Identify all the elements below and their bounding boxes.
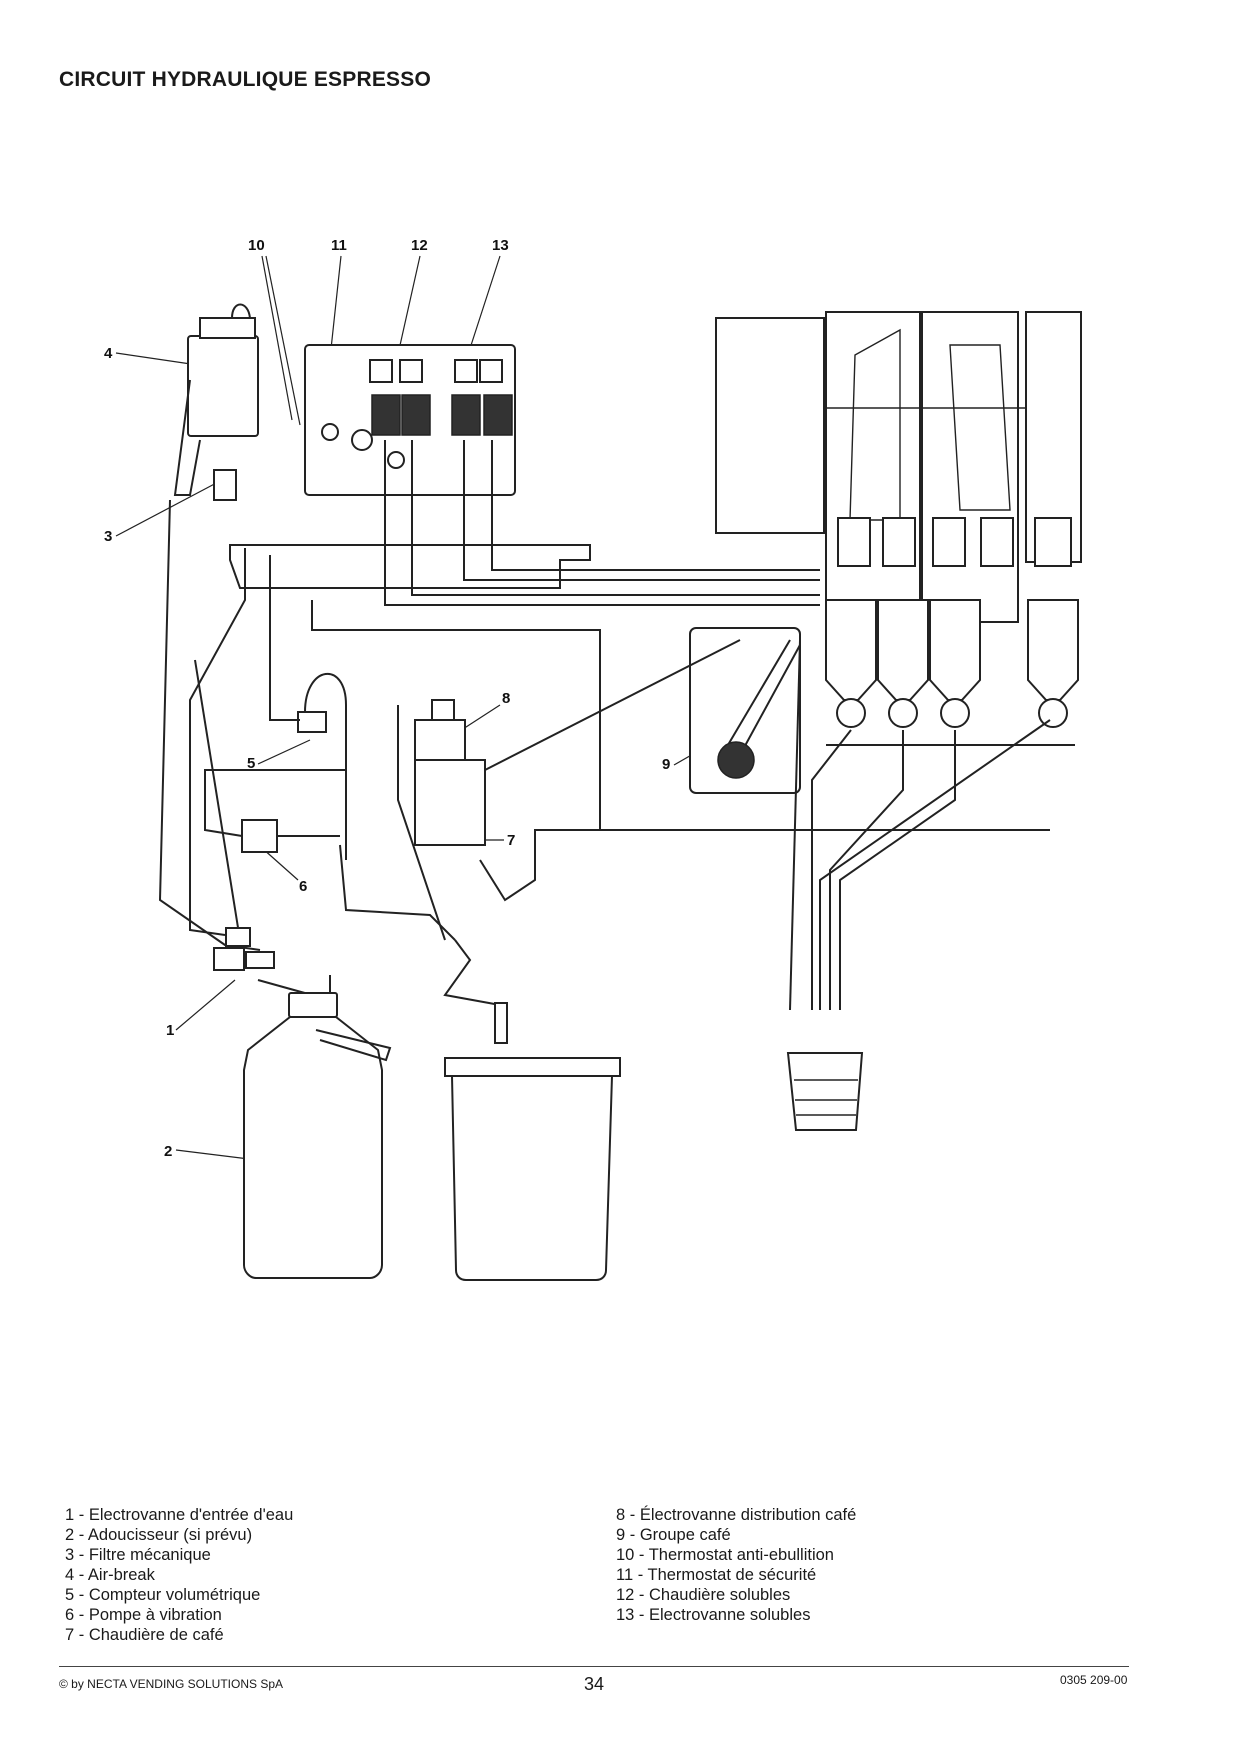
callout-3: 3 [104, 528, 112, 545]
callout-2: 2 [164, 1143, 172, 1160]
air-break [173, 303, 259, 501]
legend-item: 1 - Electrovanne d'entrée d'eau [65, 1506, 294, 1524]
callout-8: 8 [502, 690, 510, 707]
water-inlet-valve [213, 927, 275, 971]
coffee-group [689, 627, 801, 794]
manifold-tray [229, 544, 591, 589]
cup [786, 1052, 864, 1131]
boiler-tubes [384, 440, 820, 606]
mixer-bowls [825, 599, 1079, 728]
callout-13: 13 [492, 237, 509, 254]
legend-item: 4 - Air-break [65, 1566, 155, 1584]
legend-item: 7 - Chaudière de café [65, 1626, 224, 1644]
legend-item: 10 - Thermostat anti-ebullition [616, 1546, 834, 1564]
callout-4: 4 [104, 345, 113, 362]
footer-copyright: © by NECTA VENDING SOLUTIONS SpA [59, 1677, 284, 1691]
page-number: 34 [584, 1674, 605, 1694]
solubles-boiler-block [304, 344, 516, 496]
legend-item: 9 - Groupe café [616, 1526, 731, 1544]
volumetric-counter [297, 673, 347, 860]
legend-left: 1 - Electrovanne d'entrée d'eau 2 - Adou… [65, 1505, 293, 1645]
legend-item: 12 - Chaudière solubles [616, 1586, 791, 1604]
vibration-pump [241, 819, 340, 853]
callout-12: 12 [411, 237, 428, 254]
powder-hoppers [715, 311, 1082, 623]
callout-6: 6 [299, 878, 307, 895]
legend-item: 11 - Thermostat de sécurité [616, 1566, 817, 1584]
legend-item: 8 - Électrovanne distribution café [616, 1506, 857, 1524]
main-piping [158, 499, 1075, 1011]
callout-5: 5 [247, 755, 255, 772]
waste-bucket [444, 1002, 621, 1281]
footer-divider [59, 1666, 1129, 1667]
document-code: 0305 209-00 [1060, 1673, 1128, 1687]
legend-item: 2 - Adoucisseur (si prévu) [65, 1526, 253, 1544]
legend-right: 8 - Électrovanne distribution café 9 - G… [616, 1505, 856, 1625]
legend-item: 5 - Compteur volumétrique [65, 1586, 261, 1604]
legend-item: 6 - Pompe à vibration [65, 1606, 222, 1624]
legend-item: 3 - Filtre mécanique [65, 1546, 211, 1564]
callout-7: 7 [507, 832, 515, 849]
callout-9: 9 [662, 756, 670, 773]
water-softener-bottle [243, 992, 392, 1279]
page-title: CIRCUIT HYDRAULIQUE ESPRESSO [59, 68, 431, 91]
legend-item: 13 - Electrovanne solubles [616, 1606, 811, 1624]
callout-10: 10 [248, 237, 265, 254]
coffee-valve [414, 699, 486, 846]
callout-11: 11 [331, 237, 347, 254]
callout-1: 1 [166, 1022, 174, 1039]
